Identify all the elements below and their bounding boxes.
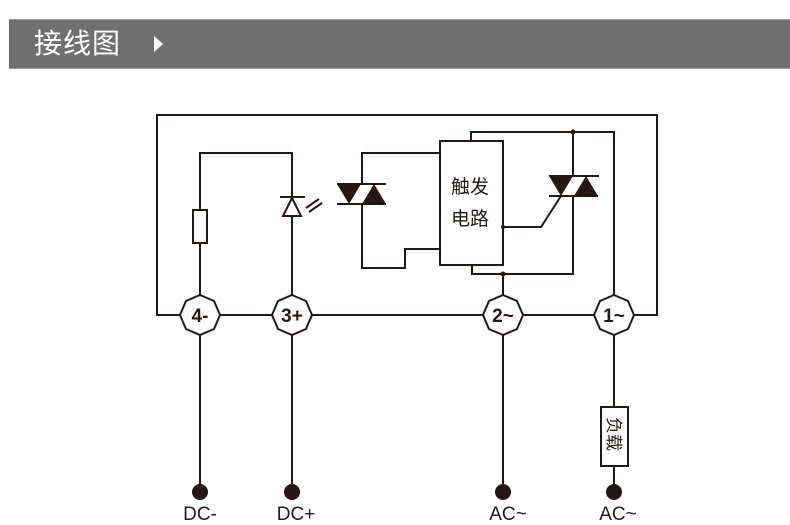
terminal-3[interactable]: 3+ bbox=[270, 293, 314, 337]
pin-label-ac-2: AC~ bbox=[489, 504, 527, 525]
power-triac bbox=[549, 175, 599, 197]
opto-triac bbox=[337, 183, 386, 205]
light-emission-icon bbox=[305, 198, 320, 209]
section-header: 接线图 bbox=[9, 19, 790, 69]
trigger-bottom-wire bbox=[471, 132, 574, 275]
trigger-circuit-label-1: 触发 bbox=[451, 176, 489, 198]
terminal-1[interactable]: 1~ bbox=[592, 293, 636, 337]
pin-ac-2[interactable] bbox=[495, 484, 511, 500]
terminal-3-label: 3+ bbox=[281, 306, 303, 327]
pin-label-dc-plus: DC+ bbox=[277, 504, 316, 525]
section-title: 接线图 bbox=[34, 27, 122, 60]
pin-dc-plus[interactable] bbox=[284, 484, 300, 500]
gate-wire bbox=[503, 195, 562, 228]
trigger-top-wire bbox=[470, 131, 615, 295]
load-box bbox=[600, 406, 629, 467]
trigger-circuit-box bbox=[439, 140, 504, 266]
led bbox=[280, 195, 323, 217]
pin-label-ac-1: AC~ bbox=[599, 504, 637, 525]
pin-ac-1[interactable] bbox=[606, 484, 622, 500]
junction-dot bbox=[570, 129, 576, 135]
pin-dc-minus[interactable] bbox=[192, 484, 208, 500]
outer-loop-wire bbox=[156, 114, 658, 316]
dc-input-wire bbox=[199, 152, 293, 295]
trigger-circuit-label-2: 电路 bbox=[451, 208, 489, 230]
pin-label-dc-minus: DC- bbox=[183, 504, 217, 525]
terminal-2[interactable]: 2~ bbox=[481, 293, 525, 337]
junction-dot bbox=[501, 225, 505, 229]
junction-dot bbox=[500, 271, 506, 277]
opto-triac-wire bbox=[361, 152, 440, 269]
terminal-1-label: 1~ bbox=[603, 306, 625, 327]
terminal-4-label: 4- bbox=[192, 306, 209, 327]
load-label: 负载 bbox=[603, 417, 623, 451]
resistor bbox=[192, 209, 208, 244]
terminal-2-label: 2~ bbox=[492, 306, 514, 327]
triangle-right-icon bbox=[154, 36, 163, 52]
terminal-4[interactable]: 4- bbox=[178, 293, 222, 337]
